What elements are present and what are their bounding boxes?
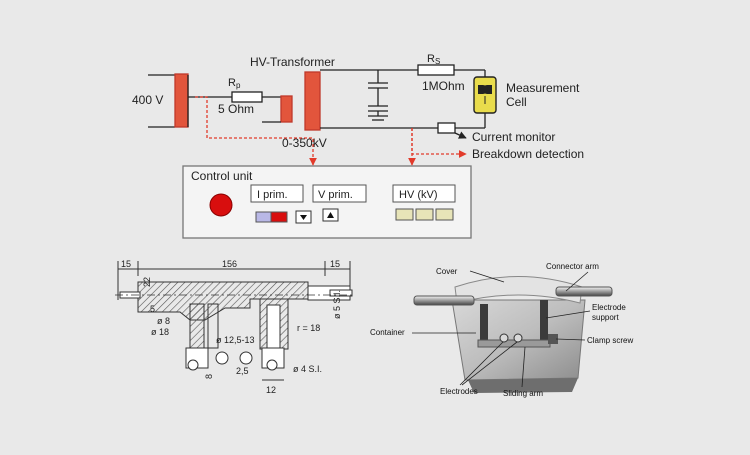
i-prim-label: I prim. xyxy=(257,189,288,201)
control-unit-panel: Control unit I prim. V prim. HV (kV) xyxy=(182,165,472,239)
label-electrode-support-1: Electrode xyxy=(592,303,626,312)
supply-winding xyxy=(174,73,189,128)
down-arrow-icon xyxy=(300,215,307,220)
v-prim-display xyxy=(312,184,367,203)
rs-resistor xyxy=(417,64,455,76)
power-led xyxy=(209,193,233,217)
v-prim-label: V prim. xyxy=(318,189,353,201)
dim-d12: ø 12,5-13 xyxy=(216,335,255,345)
dim-left: 15 xyxy=(121,259,131,269)
current-monitor-label: Current monitor xyxy=(472,130,555,144)
transformer-label: HV-Transformer xyxy=(250,55,335,69)
rs-value: 1MOhm xyxy=(422,79,465,93)
electrode-left xyxy=(499,333,509,343)
control-signal-left xyxy=(195,96,317,166)
current-level-low xyxy=(255,211,272,223)
dim-8: 8 xyxy=(204,374,214,379)
label-electrodes: Electrodes xyxy=(440,387,478,396)
current-level-high xyxy=(270,211,288,223)
sliding-arm xyxy=(477,339,551,348)
label-clamp-screw: Clamp screw xyxy=(587,336,633,345)
center-electrode-right xyxy=(239,351,253,365)
right-bore xyxy=(266,304,281,350)
center-electrode-left xyxy=(215,351,229,365)
photo-labels: Cover Connector arm Electrode support Co… xyxy=(370,262,633,398)
cover xyxy=(454,276,583,304)
dim-right: 15 xyxy=(330,259,340,269)
transformer-primary xyxy=(280,95,293,123)
body-section-left-stem xyxy=(189,303,205,349)
left-electrode-ball xyxy=(187,359,199,371)
left-bore xyxy=(207,303,219,349)
electrode-right xyxy=(513,333,523,343)
cell-label-line1: Measurement xyxy=(506,81,580,95)
hv-digit-1 xyxy=(395,208,414,221)
dim-d5: ø 5 S.I. xyxy=(332,290,342,319)
hv-digit-3 xyxy=(435,208,454,221)
cell-photo xyxy=(413,276,613,393)
right-electrode-support xyxy=(540,300,548,344)
hv-display xyxy=(392,184,456,203)
transformer-secondary xyxy=(304,71,321,131)
supply-voltage-label: 400 V xyxy=(132,93,163,107)
capacitive-divider xyxy=(368,70,388,121)
rs-symbol: RS xyxy=(427,53,440,66)
current-monitor-shunt xyxy=(437,122,456,134)
dim-25: 2,5 xyxy=(236,366,249,376)
right-rod xyxy=(329,289,353,297)
rp-resistor xyxy=(231,91,263,103)
transformer-range: 0-350kV xyxy=(282,136,327,150)
right-electrode-ball xyxy=(266,359,278,371)
breakdown-detection-label: Breakdown detection xyxy=(472,147,584,161)
dim-r18: r = 18 xyxy=(297,323,320,333)
control-unit-title: Control unit xyxy=(191,169,253,183)
cell-label-line2: Cell xyxy=(506,95,527,109)
label-cover: Cover xyxy=(436,267,458,276)
hv-digit-2 xyxy=(415,208,434,221)
dim-d4: ø 4 S.I. xyxy=(293,364,322,374)
dim-d18: ø 18 xyxy=(151,327,169,337)
container-base xyxy=(468,378,578,393)
rp-value: 5 Ohm xyxy=(218,102,254,116)
clamp-screw xyxy=(548,334,558,344)
dim-total: 156 xyxy=(222,259,237,269)
up-arrow-icon xyxy=(327,212,334,218)
hv-label: HV (kV) xyxy=(399,189,438,201)
dim-d8: ø 8 xyxy=(157,316,170,326)
label-container: Container xyxy=(370,328,405,337)
label-connector-arm: Connector arm xyxy=(546,262,599,271)
left-connector-arm xyxy=(413,295,475,306)
label-sliding-arm: Sliding arm xyxy=(503,389,543,398)
label-electrode-support-2: support xyxy=(592,313,619,322)
left-electrode-support xyxy=(480,304,488,344)
dim-12: 12 xyxy=(266,385,276,395)
i-prim-display xyxy=(250,184,304,203)
measurement-cell xyxy=(473,76,497,114)
rp-symbol: Rp xyxy=(228,77,241,90)
circuit-diagram: 400 V Rp 5 Ohm HV-Transformer 0-350kV xyxy=(132,53,584,166)
technical-drawing: 15 156 15 22 5 ø 8 ø 18 ø 12,5-13 r = 18… xyxy=(115,259,355,395)
right-connector-arm xyxy=(555,286,613,297)
